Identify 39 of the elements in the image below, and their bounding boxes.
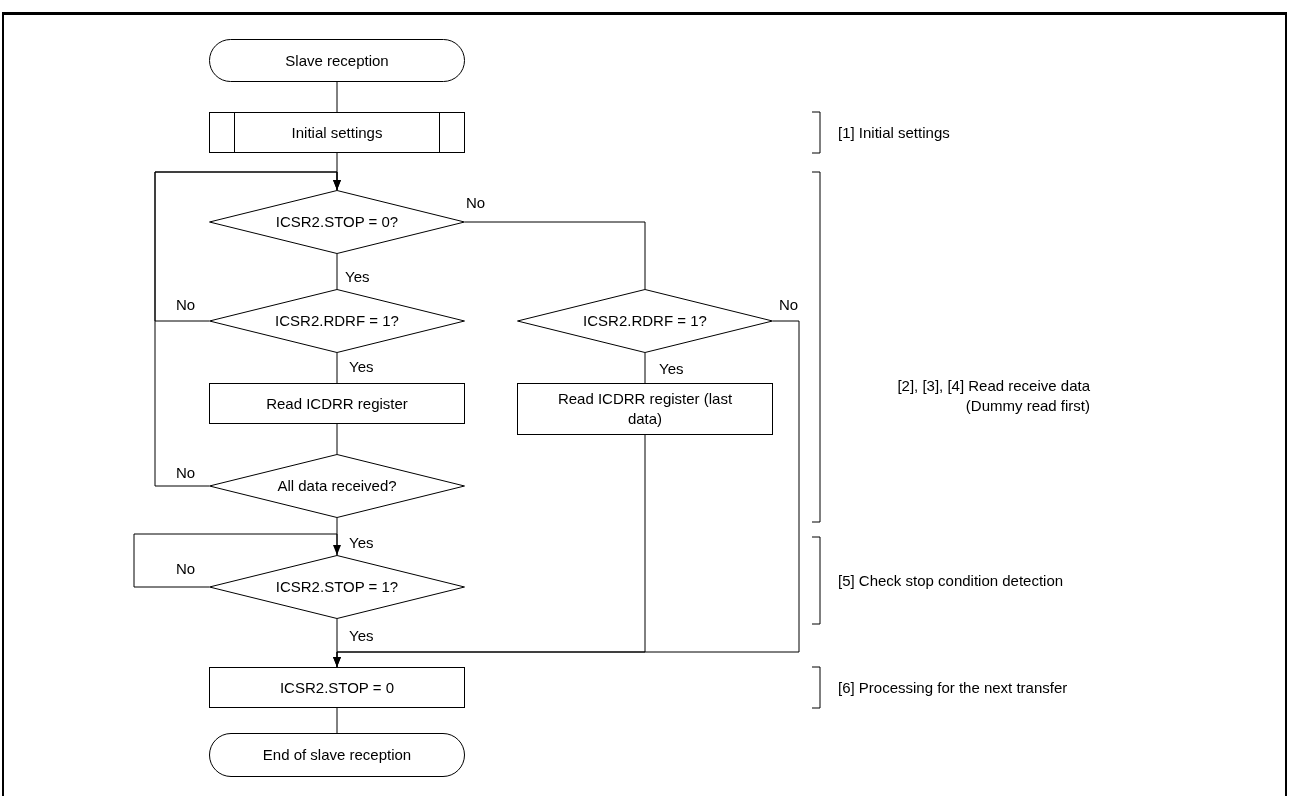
node-text: ICSR2.STOP = 0 xyxy=(278,677,396,698)
step-note: [2], [3], [4] Read receive data (Dummy read first) xyxy=(896,376,1090,416)
connector-line xyxy=(336,352,338,384)
arrow xyxy=(154,171,341,487)
arrow xyxy=(333,320,800,668)
step-note: [1] Initial settings xyxy=(838,123,950,143)
process-box xyxy=(209,667,465,708)
predefined-process-box xyxy=(209,112,465,153)
terminal-shape xyxy=(209,733,465,777)
connector-line xyxy=(336,707,338,734)
decision-diamond xyxy=(209,454,465,518)
arrow xyxy=(133,533,341,588)
node-text: ICSR2.STOP = 1? xyxy=(274,577,400,597)
decision-diamond xyxy=(209,190,465,254)
node-text: Read ICDRR register xyxy=(265,393,409,414)
terminal-shape xyxy=(209,39,465,82)
node-text: End of slave reception xyxy=(261,745,413,765)
process-box xyxy=(209,383,465,424)
connector-line xyxy=(336,423,338,455)
connector-line xyxy=(644,352,646,384)
connector-line xyxy=(336,618,338,668)
process-box xyxy=(517,383,773,435)
connector-line xyxy=(336,81,338,113)
node-text: ICSR2.RDRF = 1? xyxy=(582,311,708,331)
connector-line xyxy=(336,152,338,191)
decision-diamond xyxy=(209,289,465,353)
node-text: ICSR2.RDRF = 1? xyxy=(274,311,400,331)
connector-line xyxy=(336,253,338,290)
step-note: [5] Check stop condition detection xyxy=(838,571,1064,591)
node-text: ICSR2.STOP = 0? xyxy=(274,212,400,232)
decision-diamond xyxy=(209,555,465,619)
connector-line xyxy=(336,517,338,556)
node-text: Initial settings xyxy=(290,122,384,143)
decision-diamond xyxy=(517,289,773,353)
connector-line xyxy=(464,221,646,290)
step-note: [6] Processing for the next transfer xyxy=(838,678,1068,698)
node-text: Read ICDRR register (last data) xyxy=(556,389,734,429)
node-text: All data received? xyxy=(276,476,398,496)
node-text: Slave reception xyxy=(284,50,390,71)
